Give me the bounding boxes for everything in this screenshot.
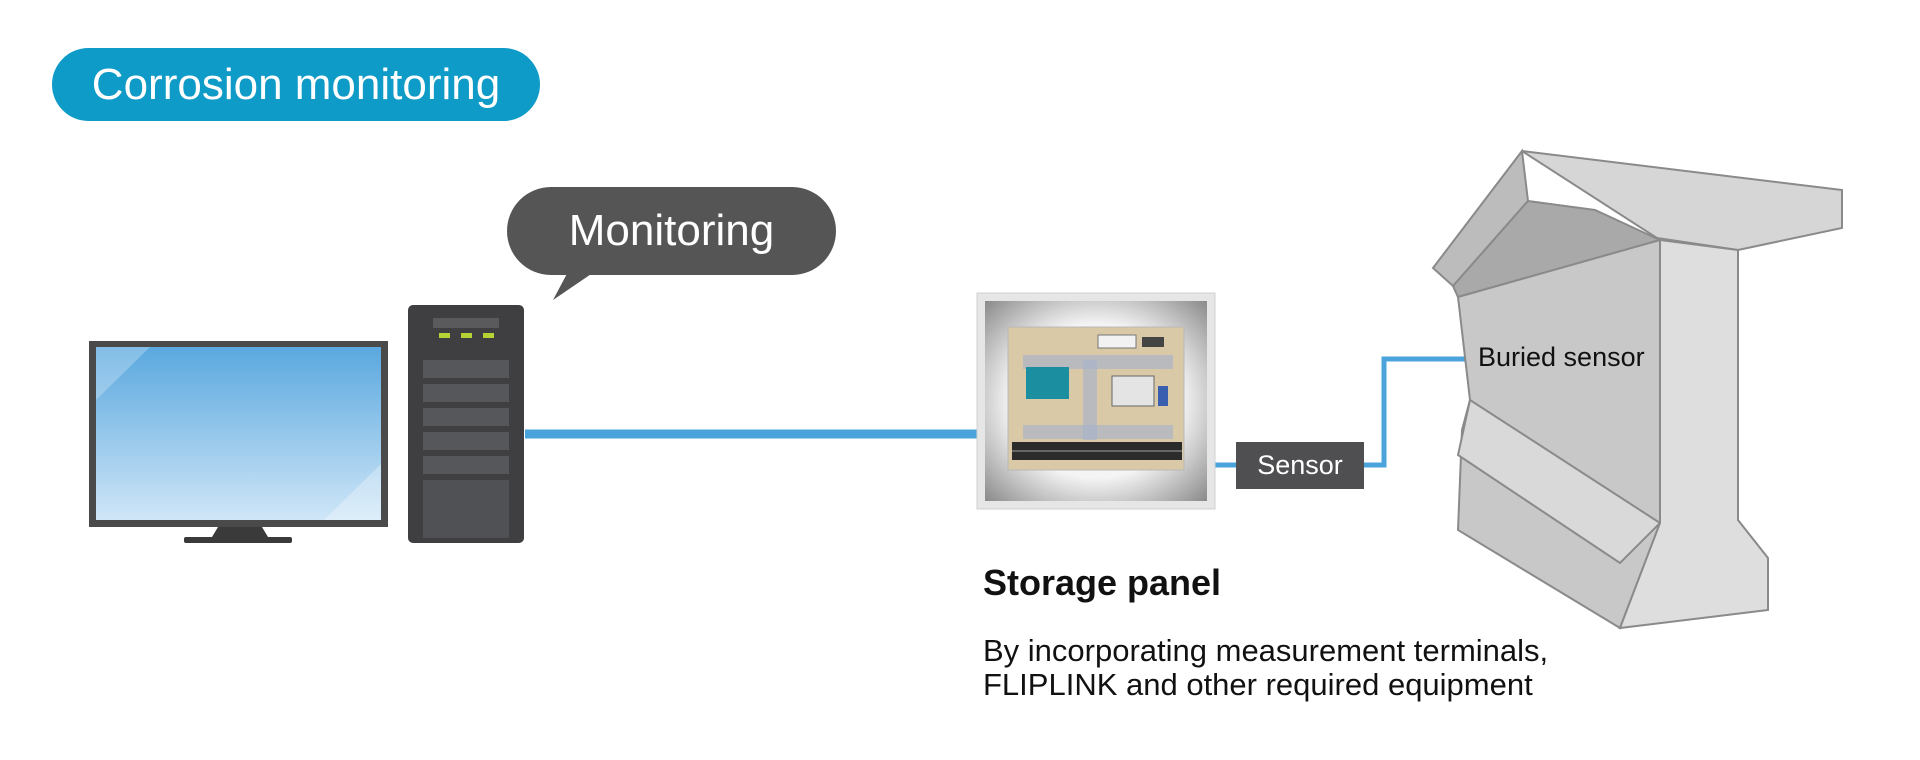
storage-panel-icon [976,292,1216,510]
sensor-label: Sensor [1236,442,1364,489]
concrete-girder-icon [1431,148,1843,630]
cables [525,356,1474,468]
server-tower-icon [408,305,524,543]
page-title: Corrosion monitoring [52,48,540,121]
bubble-tail [553,268,600,300]
buried-sensor-label: Buried sensor [1478,342,1645,372]
buried-sensor-cable [1364,356,1474,468]
monitor-icon [89,341,388,543]
storage-panel-title: Storage panel [983,562,1222,603]
storage-panel-description: By incorporating measurement terminals, … [983,633,1549,702]
monitoring-bubble: Monitoring [507,187,836,275]
